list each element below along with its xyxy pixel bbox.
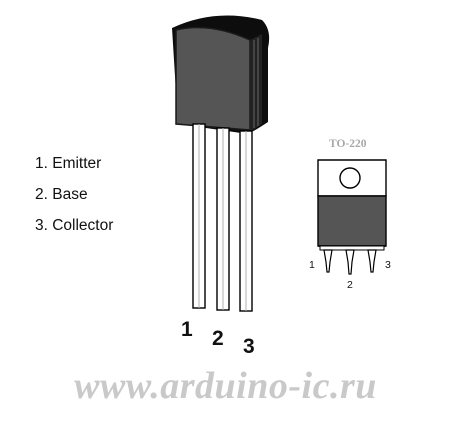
to220-title: TO-220 (329, 138, 367, 150)
pin-legend: 1. Emitter 2. Base 3. Collector (35, 150, 113, 243)
lead-number-1: 1 (181, 318, 193, 341)
watermark-url: www.arduino-ic.ru (74, 365, 377, 407)
to92-leads (192, 123, 253, 312)
to220-pin-number-1: 1 (309, 259, 315, 271)
to92-body (172, 15, 270, 134)
lead-number-2: 2 (212, 327, 224, 350)
to220-pin-number-3: 3 (385, 259, 391, 271)
pin-legend-collector: 3. Collector (35, 217, 114, 234)
pin-legend-base: 2. Base (35, 186, 88, 203)
to220-pin-number-2: 2 (347, 279, 353, 291)
to220-package-drawing (317, 159, 387, 275)
lead-number-3: 3 (243, 335, 255, 358)
to220-leads (323, 249, 377, 275)
to220-mounting-hole (339, 167, 361, 189)
to220-body (317, 195, 387, 247)
pin-legend-emitter: 1. Emitter (35, 155, 102, 172)
